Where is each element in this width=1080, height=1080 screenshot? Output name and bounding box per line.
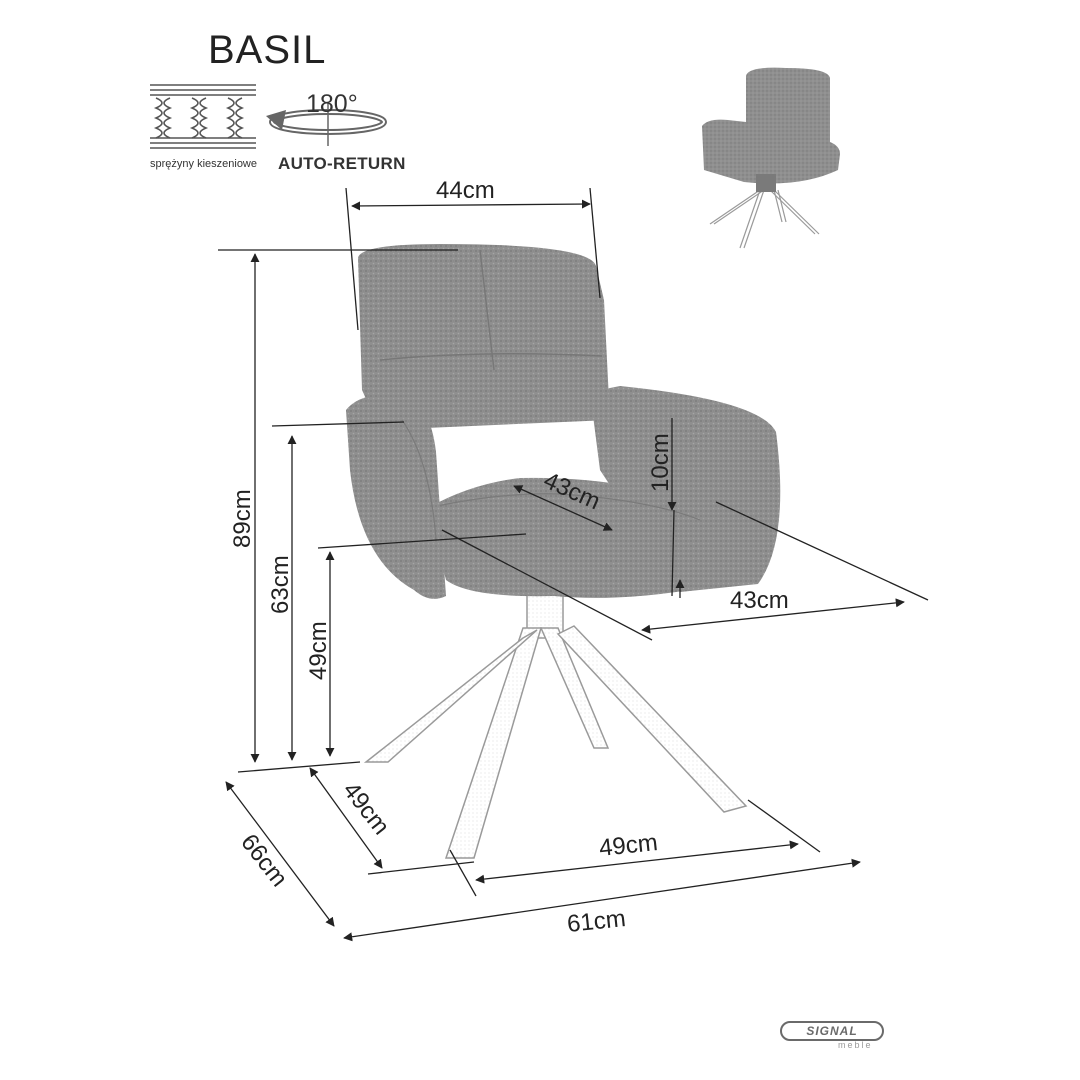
seat-height-label: 49cm [305,621,332,680]
pocket-springs-icon [150,84,256,149]
total-height-label: 89cm [229,489,256,548]
total-width-label: 61cm [566,905,627,938]
chair-back-view [702,67,840,249]
chair-base [363,587,748,859]
auto-return-label: AUTO-RETURN [278,154,406,173]
rotation-angle-label: 180° [306,90,358,118]
chair-backrest [358,244,610,430]
springs-label: sprężyny kieszeniowe [150,158,257,170]
armrest-above-seat-label: 10cm [647,433,674,492]
base-width-label: 49cm [598,829,659,862]
rotation-180-icon [266,102,387,146]
product-title: BASIL [208,28,327,72]
base-depth-label: 49cm [337,777,394,840]
backrest-width-label: 44cm [436,177,495,204]
seat-width-label: 43cm [730,587,789,614]
brand-subtitle: meble [838,1040,873,1050]
brand-logo: SIGNAL [780,1021,884,1041]
armrest-height-label: 63cm [267,555,294,614]
chair-left-armrest [346,393,446,599]
